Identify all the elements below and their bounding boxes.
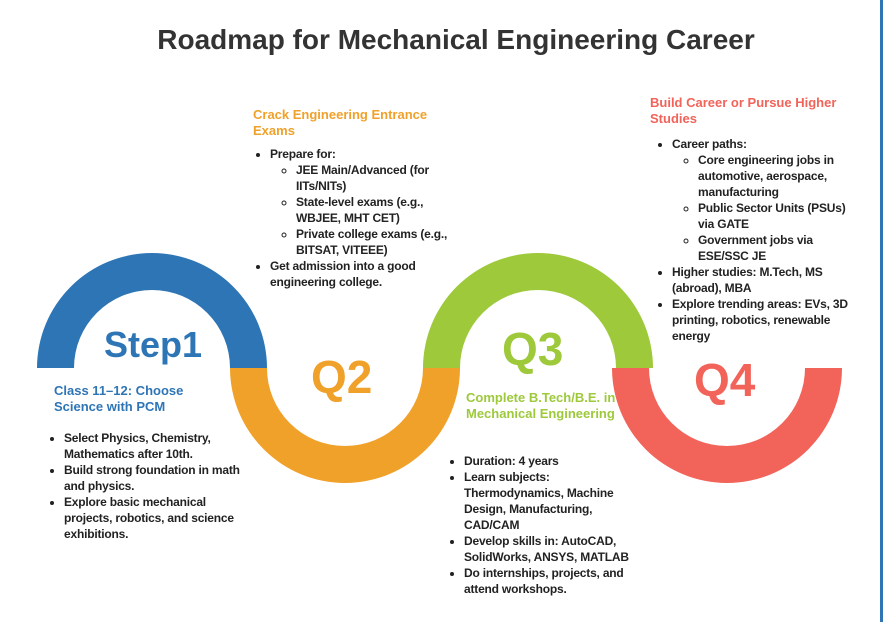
step1-label: Step1 <box>104 324 203 365</box>
step1-heading: Class 11–12: Choose Science with PCM <box>54 383 184 414</box>
q4-arc <box>612 368 842 483</box>
q4-bullets: Career paths: Core engineering jobs in a… <box>656 136 852 344</box>
list-item: Explore basic mechanical projects, robot… <box>64 494 242 542</box>
q3-bullets: Duration: 4 years Learn subjects: Thermo… <box>448 453 636 597</box>
step1-arc <box>37 253 267 368</box>
q3-label: Q3 <box>502 323 564 375</box>
list-item: Private college exams (e.g., BITSAT, VIT… <box>296 226 460 258</box>
step1-bullets: Select Physics, Chemistry, Mathematics a… <box>48 430 242 542</box>
q2-heading: Crack Engineering Entrance Exams <box>253 107 428 138</box>
list-item: Higher studies: M.Tech, MS (abroad), MBA <box>672 264 852 296</box>
list-item: State-level exams (e.g., WBJEE, MHT CET) <box>296 194 460 226</box>
list-item: Public Sector Units (PSUs) via GATE <box>698 200 852 232</box>
list-item: Develop skills in: AutoCAD, SolidWorks, … <box>464 533 636 565</box>
q2-exam-list: JEE Main/Advanced (for IITs/NITs) State-… <box>270 162 460 258</box>
list-item: Duration: 4 years <box>464 453 636 469</box>
list-item: Career paths: Core engineering jobs in a… <box>672 136 852 264</box>
list-item: Core engineering jobs in automotive, aer… <box>698 152 852 200</box>
q2-prepare-label: Prepare for: <box>270 147 336 161</box>
q2-arc <box>230 368 460 483</box>
q3-heading: Complete B.Tech/B.E. in Mechanical Engin… <box>466 390 616 421</box>
list-item: Get admission into a good engineering co… <box>270 258 460 290</box>
list-item: Select Physics, Chemistry, Mathematics a… <box>64 430 242 462</box>
list-item: Build strong foundation in math and phys… <box>64 462 242 494</box>
page-title: Roadmap for Mechanical Engineering Caree… <box>157 24 755 55</box>
q4-label: Q4 <box>694 354 756 406</box>
frame-edge <box>880 0 883 622</box>
q3-arc <box>423 253 653 368</box>
q2-bullets: Prepare for: JEE Main/Advanced (for IITs… <box>254 146 460 290</box>
list-item: Explore trending areas: EVs, 3D printing… <box>672 296 852 344</box>
q2-label: Q2 <box>311 351 373 403</box>
list-item: Do internships, projects, and attend wor… <box>464 565 636 597</box>
q4-heading: Build Career or Pursue Higher Studies <box>650 95 837 126</box>
list-item: JEE Main/Advanced (for IITs/NITs) <box>296 162 460 194</box>
list-item: Prepare for: JEE Main/Advanced (for IITs… <box>270 146 460 258</box>
q4-paths-list: Core engineering jobs in automotive, aer… <box>672 152 852 264</box>
q4-career-paths-label: Career paths: <box>672 137 747 151</box>
list-item: Government jobs via ESE/SSC JE <box>698 232 852 264</box>
list-item: Learn subjects: Thermodynamics, Machine … <box>464 469 636 533</box>
